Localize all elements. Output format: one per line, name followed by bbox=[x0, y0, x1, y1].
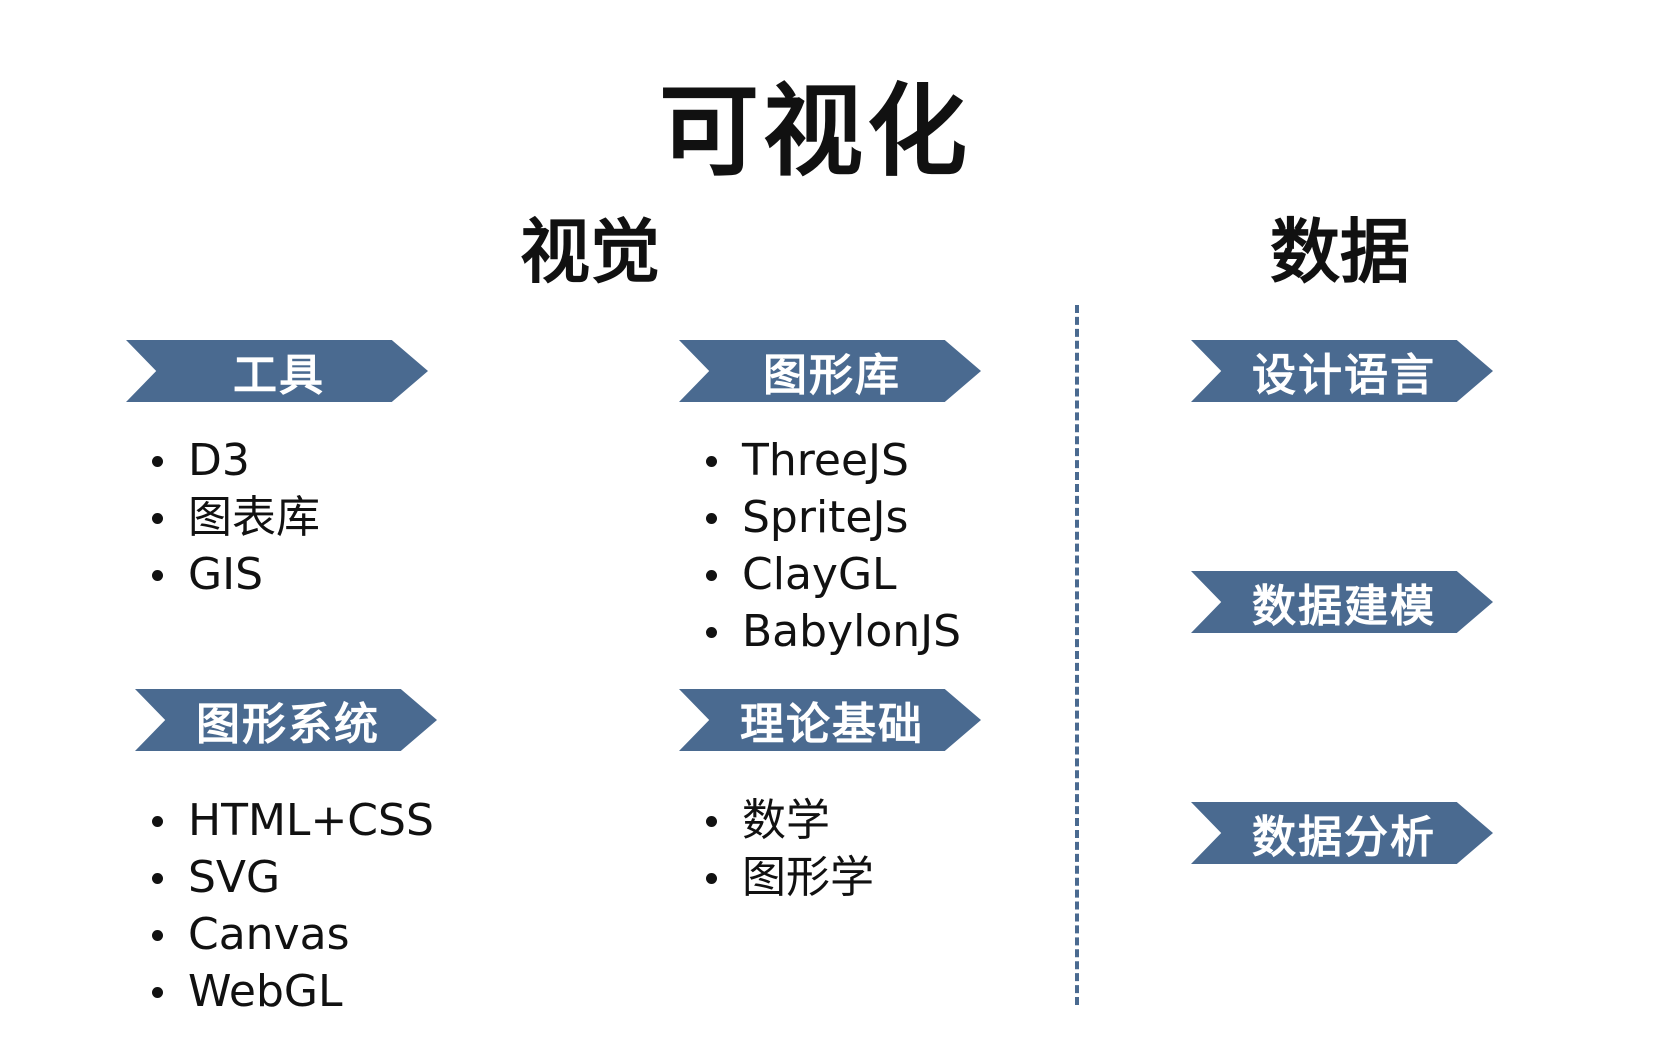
chevron-tools: 工具 bbox=[126, 340, 428, 402]
chevron-data-analysis: 数据分析 bbox=[1191, 802, 1493, 864]
list-item: SpriteJs bbox=[702, 489, 961, 546]
dashed-divider bbox=[1075, 305, 1079, 1005]
list-tools: D3 图表库 GIS bbox=[148, 432, 320, 603]
chevron-label: 理论基础 bbox=[740, 699, 924, 750]
list-item: 图表库 bbox=[148, 489, 320, 546]
list-item: 图形学 bbox=[702, 849, 874, 906]
list-item: D3 bbox=[148, 432, 320, 489]
list-item: 数学 bbox=[702, 792, 874, 849]
chevron-label: 设计语言 bbox=[1252, 350, 1436, 401]
chevron-design-language: 设计语言 bbox=[1191, 340, 1493, 402]
chevron-label: 图形库 bbox=[763, 350, 901, 401]
list-theory-basis: 数学 图形学 bbox=[702, 792, 874, 906]
chevron-graphics-library: 图形库 bbox=[679, 340, 981, 402]
list-item: WebGL bbox=[148, 963, 434, 1020]
page-title: 可视化 bbox=[659, 73, 971, 190]
chevron-label: 数据分析 bbox=[1252, 812, 1436, 863]
list-item: ThreeJS bbox=[702, 432, 961, 489]
chevron-graphics-system: 图形系统 bbox=[135, 689, 437, 751]
section-title-visual: 视觉 bbox=[520, 211, 660, 293]
list-graphics-system: HTML+CSS SVG Canvas WebGL bbox=[148, 792, 434, 1020]
list-item: Canvas bbox=[148, 906, 434, 963]
list-item: GIS bbox=[148, 546, 320, 603]
section-title-data: 数据 bbox=[1270, 211, 1410, 293]
list-item: SVG bbox=[148, 849, 434, 906]
list-item: BabylonJS bbox=[702, 603, 961, 660]
chevron-label: 工具 bbox=[233, 350, 325, 401]
list-graphics-library: ThreeJS SpriteJs ClayGL BabylonJS bbox=[702, 432, 961, 660]
chevron-theory-basis: 理论基础 bbox=[679, 689, 981, 751]
list-item: HTML+CSS bbox=[148, 792, 434, 849]
list-item: ClayGL bbox=[702, 546, 961, 603]
chevron-label: 数据建模 bbox=[1252, 581, 1436, 632]
chevron-data-modeling: 数据建模 bbox=[1191, 571, 1493, 633]
chevron-label: 图形系统 bbox=[196, 699, 380, 750]
